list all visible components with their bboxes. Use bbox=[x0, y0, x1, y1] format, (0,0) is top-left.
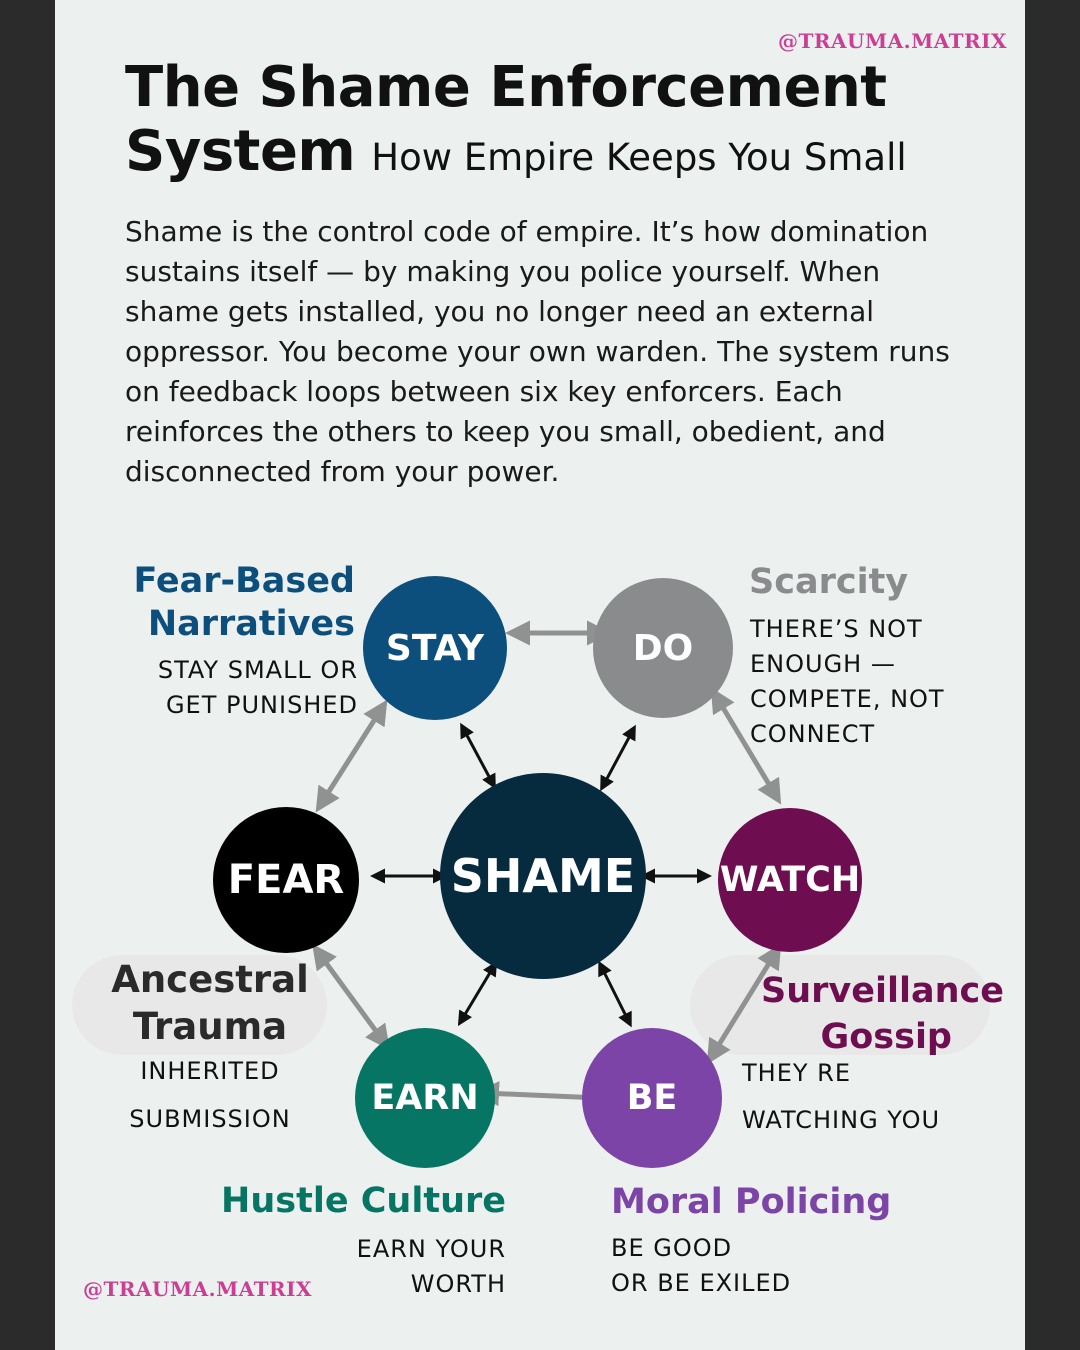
fear-description: INHERITED SUBMISSION bbox=[100, 1047, 320, 1143]
intro-paragraph: Shame is the control code of empire. It’… bbox=[125, 215, 950, 488]
card bbox=[55, 0, 1025, 1350]
node-earn: EARN bbox=[355, 1028, 495, 1168]
desc-line: OR BE EXILED bbox=[611, 1269, 792, 1297]
arrow-stay-fear bbox=[315, 699, 388, 813]
watermark-top: @TRAUMA.MATRIX bbox=[778, 29, 1008, 53]
heading-line: Gossip bbox=[820, 1017, 953, 1057]
node-label: FEAR bbox=[227, 857, 345, 903]
node-do: DO bbox=[593, 578, 733, 718]
arrow-fear-earn bbox=[312, 943, 390, 1051]
node-fear: FEAR bbox=[213, 807, 359, 953]
node-label: STAY bbox=[385, 627, 485, 669]
arrow-watch-be bbox=[706, 943, 782, 1065]
be-description: BE GOOD OR BE EXILED bbox=[611, 1231, 791, 1301]
node-stay: STAY bbox=[363, 576, 507, 720]
desc-line: CONNECT bbox=[750, 720, 876, 748]
do-description: THERE’S NOT ENOUGH — COMPETE, NOT CONNECT bbox=[750, 612, 945, 752]
node-be: BE bbox=[582, 1028, 722, 1168]
heading-line: Narratives bbox=[147, 604, 355, 644]
heading-line: Ancestral bbox=[111, 958, 309, 1001]
desc-line: COMPETE, NOT bbox=[750, 685, 945, 713]
desc-line: THEY RE bbox=[742, 1059, 851, 1087]
desc-line: STAY SMALL OR bbox=[157, 656, 358, 684]
node-watch: WATCH bbox=[718, 808, 862, 952]
title-line-2: System bbox=[125, 119, 356, 184]
desc-line: GET PUNISHED bbox=[165, 691, 358, 719]
highlight-blob bbox=[72, 955, 327, 1055]
desc-line: THERE’S NOT bbox=[750, 615, 923, 643]
title-line-1: The Shame Enforcement bbox=[125, 55, 887, 120]
arrow-stay-shame bbox=[460, 722, 496, 790]
heading-line: Surveillance bbox=[761, 971, 1004, 1011]
desc-line: SUBMISSION bbox=[129, 1105, 291, 1133]
node-shame: SHAME bbox=[440, 773, 646, 979]
node-label: EARN bbox=[371, 1078, 479, 1118]
be-heading: Moral Policing bbox=[611, 1182, 892, 1222]
desc-line: WATCHING YOU bbox=[742, 1106, 941, 1134]
page-title: The Shame Enforcement System How Empire K… bbox=[125, 56, 907, 190]
arrow-do-watch bbox=[710, 687, 782, 805]
desc-line: EARN YOUR bbox=[356, 1235, 506, 1263]
watermark-bottom: @TRAUMA.MATRIX bbox=[83, 1277, 313, 1301]
desc-line: ENOUGH — bbox=[750, 650, 896, 678]
node-label: DO bbox=[632, 627, 694, 669]
subtitle: How Empire Keeps You Small bbox=[371, 136, 907, 179]
heading-line: Trauma bbox=[132, 1005, 288, 1048]
node-label: BE bbox=[626, 1078, 678, 1118]
desc-line: WORTH bbox=[410, 1270, 506, 1298]
watch-description: THEY RE WATCHING YOU bbox=[742, 1050, 940, 1144]
arrow-shame-be bbox=[598, 960, 632, 1028]
desc-line: BE GOOD bbox=[611, 1234, 733, 1262]
desc-line: INHERITED bbox=[140, 1057, 280, 1085]
do-heading: Scarcity bbox=[749, 562, 909, 602]
arrow-do-shame bbox=[600, 724, 636, 792]
heading-line: Fear-Based bbox=[133, 561, 355, 601]
earn-heading: Hustle Culture bbox=[221, 1181, 506, 1221]
node-label: WATCH bbox=[719, 860, 861, 900]
stay-description: STAY SMALL OR GET PUNISHED bbox=[158, 653, 358, 723]
arrow-shame-earn bbox=[457, 960, 498, 1027]
node-label: SHAME bbox=[450, 849, 636, 903]
arrow-earn-be bbox=[474, 1081, 610, 1110]
earn-description: EARN YOUR WORTH bbox=[357, 1232, 506, 1302]
